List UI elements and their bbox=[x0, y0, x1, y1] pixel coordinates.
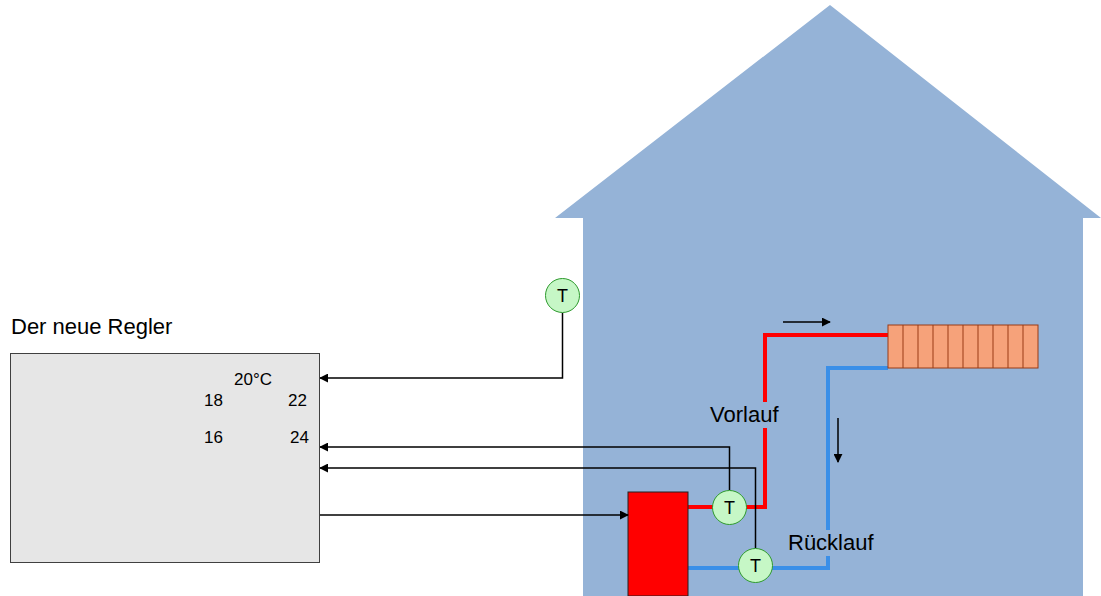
temperature-sensor: T bbox=[545, 278, 580, 313]
signal-line bbox=[320, 468, 756, 548]
radiator-fin bbox=[963, 325, 964, 368]
signal-line bbox=[320, 313, 563, 378]
control-line bbox=[320, 514, 628, 516]
temperature-sensor: T bbox=[738, 548, 773, 583]
temperature-sensor: T bbox=[712, 490, 747, 525]
radiator-fin bbox=[948, 325, 949, 368]
sensor-label: T bbox=[557, 287, 568, 305]
boiler bbox=[628, 492, 688, 596]
pipe-label: Vorlauf bbox=[708, 402, 781, 428]
sensor-label: T bbox=[750, 557, 761, 575]
radiator-fin bbox=[1008, 325, 1009, 368]
radiator-fin bbox=[933, 325, 934, 368]
flow-pipe bbox=[688, 335, 888, 507]
radiator bbox=[888, 325, 1038, 368]
controller-box: Der neue Regler bbox=[10, 353, 320, 563]
pipe-label: Rücklauf bbox=[786, 530, 876, 556]
flow-arrow bbox=[837, 418, 839, 462]
dial-scale: 18 bbox=[204, 391, 223, 411]
dial-scale: 24 bbox=[290, 428, 309, 448]
controller-title: Der neue Regler bbox=[11, 314, 172, 340]
radiator-fin bbox=[918, 325, 919, 368]
dial-scale: 22 bbox=[288, 391, 307, 411]
radiator-fin bbox=[903, 325, 904, 368]
house-shape bbox=[555, 5, 1101, 596]
dial-scale: 16 bbox=[204, 428, 223, 448]
radiator-fin bbox=[993, 325, 994, 368]
sensor-label: T bbox=[724, 499, 735, 517]
dial-scale: 20°C bbox=[234, 370, 272, 390]
radiator-fin bbox=[1023, 325, 1024, 368]
flow-arrow bbox=[783, 321, 830, 323]
radiator-fin bbox=[978, 325, 979, 368]
